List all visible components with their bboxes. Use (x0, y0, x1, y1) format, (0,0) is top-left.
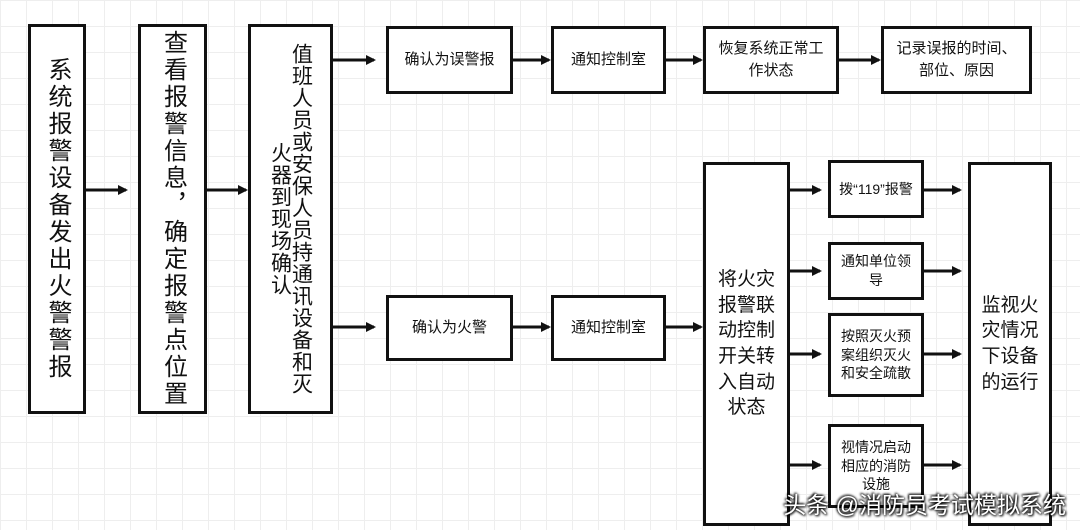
node-dispatch-label: 值班人员或安保人员持通讯设备和灭火器到现场确认 (268, 43, 313, 395)
node-restore-label: 恢复系统正常工作状态 (718, 40, 824, 79)
node-fire-confirm: 确认为火警 (386, 295, 513, 361)
node-record-label: 记录误报的时间、部位、原因 (896, 40, 1017, 79)
node-dispatch: 值班人员或安保人员持通讯设备和灭火器到现场确认 (248, 24, 333, 414)
node-start-facilities: 视情况启动相应的消防设施 (828, 424, 924, 508)
node-notify-control-top: 通知控制室 (551, 26, 666, 94)
node-notify-leader: 通知单位领导 (828, 242, 924, 300)
node-linkage-label: 将火灾报警联动控制开关转入自动状态 (717, 269, 775, 419)
node-record: 记录误报的时间、部位、原因 (881, 26, 1032, 94)
node-evacuate-label: 按照灭火预案组织灭火和安全疏散 (841, 327, 911, 382)
node-evacuate: 按照灭火预案组织灭火和安全疏散 (828, 313, 924, 397)
node-notify-leader-label: 通知单位领导 (841, 253, 911, 288)
watermark: 头条 @消防员考试模拟系统 (783, 492, 1066, 518)
node-call-119: 拨“119”报警 (828, 160, 924, 218)
node-notify-control-top-label: 通知控制室 (570, 51, 646, 69)
node-start-facilities-label: 视情况启动相应的消防设施 (841, 438, 911, 493)
node-alarm-trigger: 系统报警设备发出火警警报 (28, 24, 86, 414)
node-false-alarm-label: 确认为误警报 (404, 51, 495, 69)
node-notify-control-bottom: 通知控制室 (551, 295, 666, 361)
node-restore: 恢复系统正常工作状态 (703, 26, 839, 94)
node-false-alarm: 确认为误警报 (386, 26, 513, 94)
node-call-119-label: 拨“119”报警 (839, 180, 913, 197)
node-notify-control-bottom-label: 通知控制室 (570, 319, 646, 337)
node-check-info: 查看报警信息，确定报警点位置 (138, 24, 207, 414)
node-alarm-trigger-label: 系统报警设备发出火警警报 (44, 57, 71, 381)
node-check-info-label: 查看报警信息，确定报警点位置 (159, 30, 187, 408)
node-monitor-label: 监视火灾情况下设备的运行 (981, 294, 1039, 393)
node-monitor: 监视火灾情况下设备的运行 (968, 162, 1052, 526)
node-linkage: 将火灾报警联动控制开关转入自动状态 (703, 162, 790, 526)
node-fire-confirm-label: 确认为火警 (411, 319, 487, 337)
